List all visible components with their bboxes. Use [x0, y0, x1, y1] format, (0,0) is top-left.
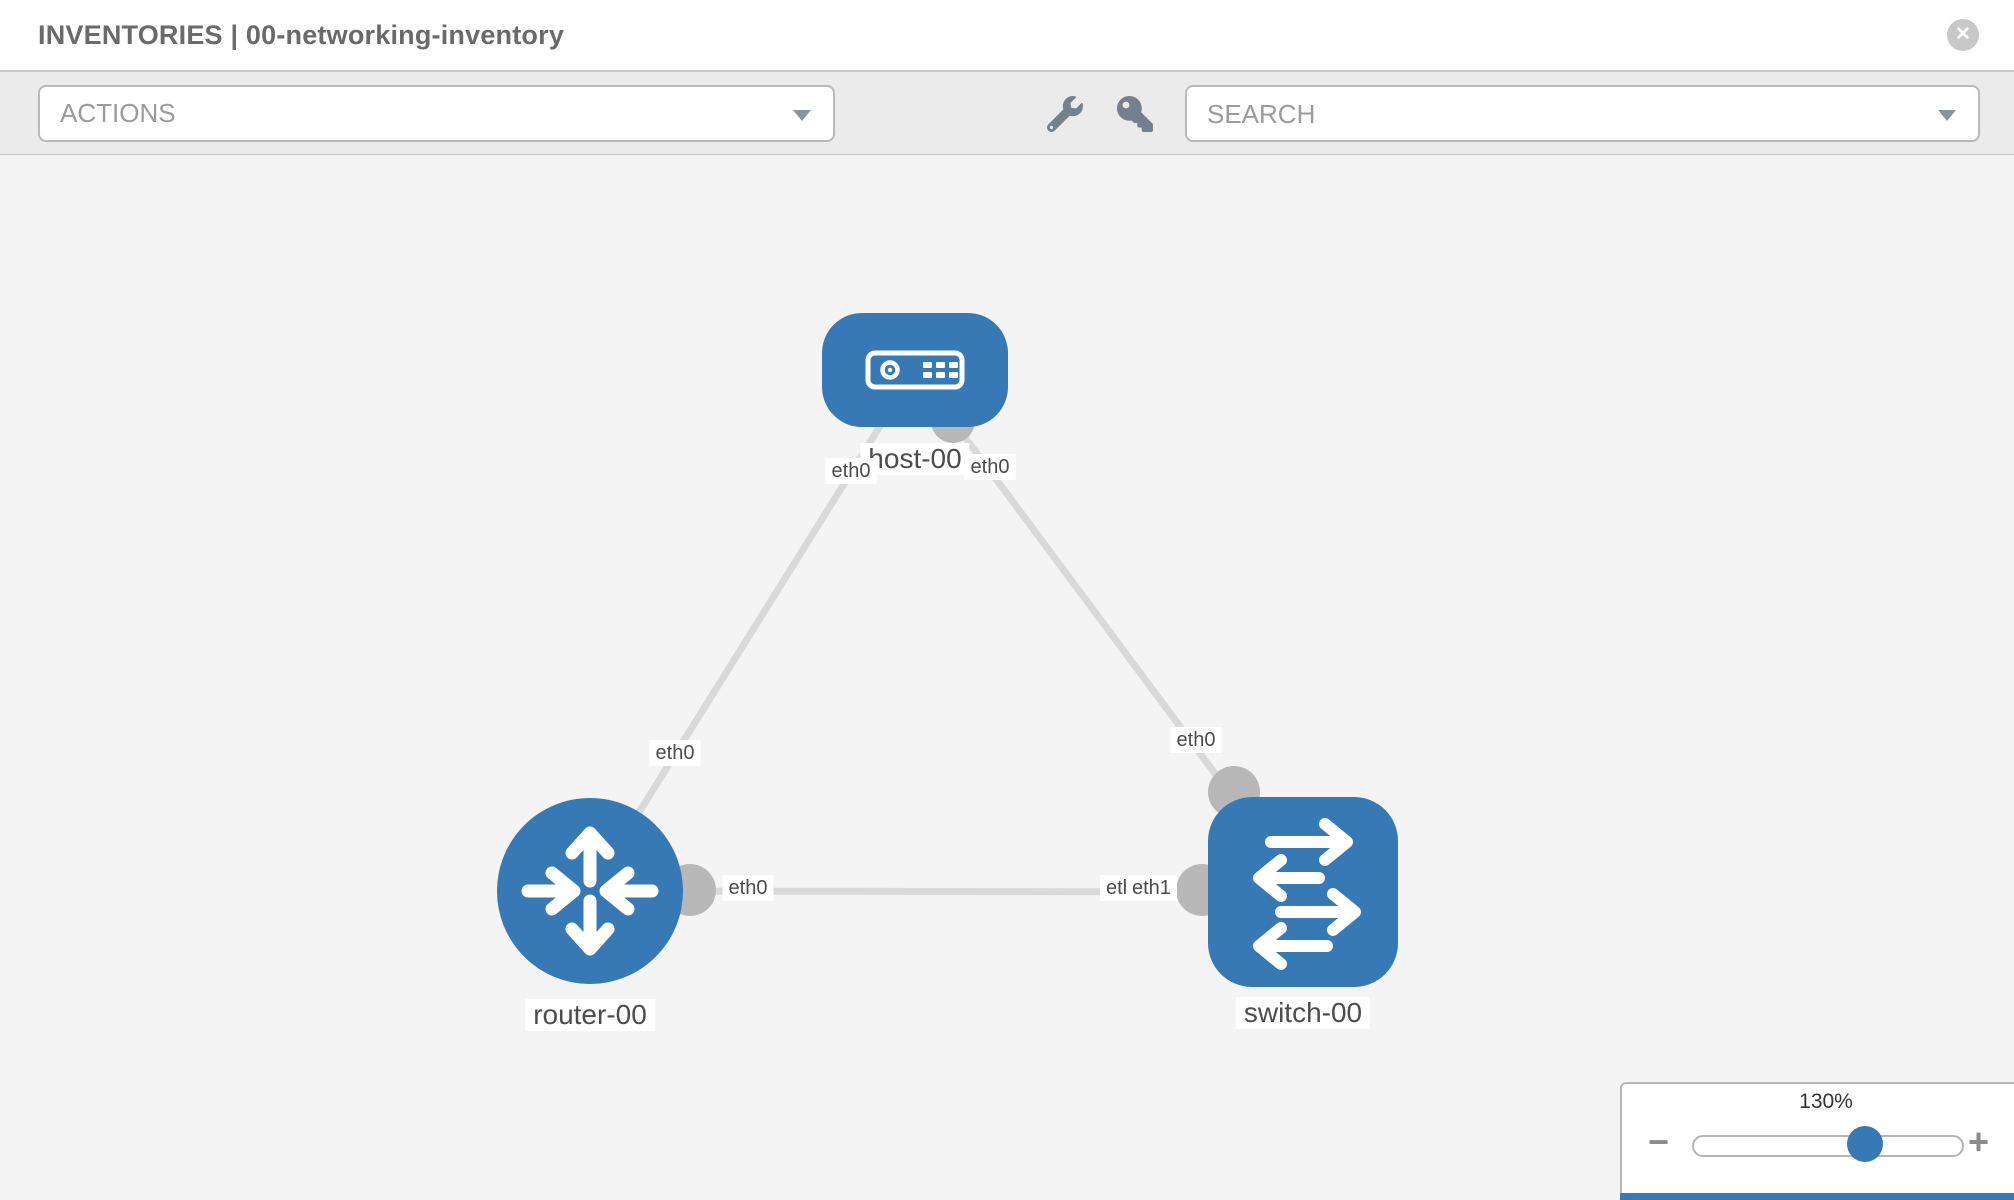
router-icon — [521, 826, 659, 956]
node-label-switch-00: switch-00 — [1235, 997, 1371, 1029]
search-input[interactable] — [1187, 87, 1929, 142]
node-router-00[interactable] — [497, 798, 683, 984]
zoom-slider-track[interactable] — [1692, 1135, 1964, 1157]
zoom-panel: 130% − + — [1620, 1082, 2014, 1200]
zoom-out-button[interactable]: − — [1648, 1121, 1670, 1162]
header-bar: INVENTORIES | 00-networking-inventory ✕ — [0, 0, 2014, 72]
interface-label-switch-uplink: eth0 — [1170, 727, 1222, 753]
key-icon — [1117, 96, 1153, 132]
toolbar: ACTIONS — [0, 72, 2014, 156]
chevron-down-icon — [793, 110, 811, 121]
interface-label-host-right: eth0 — [964, 454, 1016, 480]
topology-canvas[interactable]: host-00 router-00 switch-00 eth0 eth0 et… — [0, 155, 2014, 1200]
interface-label-router-uplink: eth0 — [649, 740, 701, 766]
search-combobox[interactable] — [1185, 85, 1980, 142]
wrench-icon — [1047, 96, 1083, 132]
key-button[interactable] — [1115, 94, 1155, 134]
wrench-button[interactable] — [1045, 94, 1085, 134]
host-icon — [865, 350, 965, 390]
zoom-in-button[interactable]: + — [1968, 1121, 1990, 1162]
page-title: INVENTORIES | 00-networking-inventory — [38, 20, 565, 50]
zoom-slider-handle[interactable] — [1847, 1126, 1883, 1162]
panel-bottom-strip — [1620, 1193, 2014, 1200]
interface-label-host-left: eth0 — [825, 458, 877, 484]
node-host-00[interactable] — [822, 313, 1008, 427]
zoom-level-label: 130% — [1799, 1090, 1853, 1113]
chevron-down-icon — [1938, 110, 1956, 121]
node-switch-00[interactable] — [1208, 797, 1398, 987]
node-label-router-00: router-00 — [525, 999, 655, 1031]
actions-dropdown-label: ACTIONS — [60, 98, 176, 128]
close-button[interactable]: ✕ — [1947, 19, 1979, 51]
interface-label-router-east: eth0 — [722, 875, 774, 901]
switch-icon — [1253, 818, 1361, 970]
node-label-host-00: host-00 — [860, 443, 970, 475]
interface-label-switch-west: eth1 — [1126, 875, 1177, 901]
close-icon: ✕ — [1955, 24, 1971, 45]
actions-dropdown[interactable]: ACTIONS — [38, 85, 835, 142]
